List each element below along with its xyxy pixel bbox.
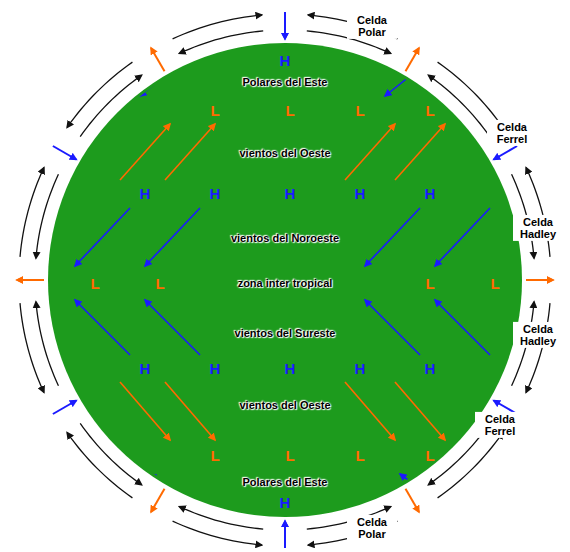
wind-arrow	[385, 68, 420, 96]
high-pressure-mark: H	[140, 185, 151, 202]
sinking-air-arrow	[284, 12, 286, 39]
wind-arrow	[345, 382, 395, 440]
high-pressure-mark: H	[280, 494, 291, 511]
rising-air-arrow	[526, 279, 553, 281]
wind-arrow	[165, 124, 215, 180]
low-pressure-mark: L	[155, 275, 164, 292]
wind-belt-label: vientos del Oeste	[239, 399, 330, 411]
wind-arrow	[145, 300, 200, 355]
wind-arrow	[165, 382, 215, 440]
wind-arrow	[145, 208, 200, 266]
high-pressure-mark: H	[425, 360, 436, 377]
wind-belt-label: vientos del Oeste	[239, 147, 330, 159]
rising-air-arrow	[526, 279, 553, 281]
low-pressure-mark: L	[210, 102, 219, 119]
sinking-air-arrow	[53, 401, 76, 415]
wind-belt-label: Polares del Este	[243, 76, 328, 88]
wind-arrow	[435, 300, 490, 355]
wind-arrow	[75, 300, 130, 355]
low-pressure-mark: L	[490, 275, 499, 292]
low-pressure-mark: L	[425, 102, 434, 119]
wind-arrow	[150, 474, 185, 500]
low-pressure-mark: L	[425, 447, 434, 464]
cell-label: Celda Hadley	[513, 322, 563, 348]
sinking-air-arrow	[284, 521, 286, 548]
rising-air-arrow	[406, 489, 420, 512]
cell-flow-arrow	[526, 168, 550, 257]
sinking-air-arrow	[284, 12, 286, 39]
sinking-air-arrow	[53, 146, 76, 160]
rising-air-arrow	[151, 48, 165, 71]
high-pressure-mark: H	[425, 185, 436, 202]
cell-flow-arrow	[173, 521, 262, 545]
wind-arrow	[365, 208, 420, 266]
sinking-air-arrow	[494, 146, 517, 160]
wind-arrow	[120, 382, 170, 440]
high-pressure-mark: H	[140, 360, 151, 377]
rising-air-arrow	[406, 48, 420, 71]
wind-arrow	[435, 208, 490, 266]
wind-arrow	[400, 474, 435, 500]
low-pressure-mark: L	[425, 275, 434, 292]
wind-belt-label: Polares del Este	[243, 476, 328, 488]
cell-flow-arrow	[173, 15, 262, 39]
wind-arrow	[75, 208, 130, 266]
wind-arrow	[365, 300, 420, 355]
high-pressure-mark: H	[285, 360, 296, 377]
wind-belt-label: zona inter tropical	[238, 277, 333, 289]
cell-label: Celda Ferrel	[487, 120, 537, 146]
cell-label: Celda Polar	[347, 13, 397, 39]
cell-flow-arrow	[20, 168, 44, 257]
rising-air-arrow	[151, 489, 165, 512]
high-pressure-mark: H	[285, 185, 296, 202]
wind-arrow	[345, 124, 395, 180]
wind-arrow	[120, 124, 170, 180]
low-pressure-mark: L	[355, 447, 364, 464]
rising-air-arrow	[17, 279, 44, 281]
high-pressure-mark: H	[210, 185, 221, 202]
wind-arrow	[395, 382, 445, 440]
low-pressure-mark: L	[210, 447, 219, 464]
low-pressure-mark: L	[90, 275, 99, 292]
cell-label: Celda Hadley	[513, 215, 563, 241]
rising-air-arrow	[17, 279, 44, 281]
high-pressure-mark: H	[280, 52, 291, 69]
cell-label: Celda Polar	[347, 515, 397, 541]
high-pressure-mark: H	[355, 185, 366, 202]
sinking-air-arrow	[284, 521, 286, 548]
cell-flow-arrow	[20, 303, 44, 392]
earth-globe: HPolares del EsteLLLLvientos del OesteHH…	[48, 43, 522, 517]
high-pressure-mark: H	[210, 360, 221, 377]
high-pressure-mark: H	[355, 360, 366, 377]
low-pressure-mark: L	[355, 102, 364, 119]
low-pressure-mark: L	[285, 447, 294, 464]
low-pressure-mark: L	[285, 102, 294, 119]
wind-arrow	[140, 68, 175, 96]
wind-arrow	[395, 124, 445, 180]
wind-belt-label: vientos del Noroeste	[231, 232, 339, 244]
cell-label: Celda Ferrel	[475, 412, 525, 438]
wind-belt-label: vientos del Sureste	[235, 327, 336, 339]
